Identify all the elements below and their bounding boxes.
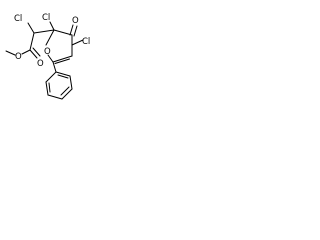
side-chain [5,22,55,59]
chemical-structure-diagram: Cl O Cl Cl O O O [5,13,90,100]
ring-bond-c5-o [47,54,54,63]
c2-to-alpha-carbon-bond [33,29,55,34]
ring-bond-c2-c3 [53,29,73,36]
c5-phenyl-bond [52,61,57,73]
phenyl-inner-bond-c [48,82,51,93]
ester-carbonyl-double-bond-b [32,47,41,57]
phenyl-inner-bond-b [60,86,70,96]
atom-label-cl-c4: Cl [82,37,90,47]
phenyl-bond-2 [69,75,73,90]
phenyl-inner-bond-a [57,74,69,79]
ester-carbon-oxygen-bond [21,49,31,55]
ester-carbonyl-double-bond-a [29,49,38,59]
ring-bond-c4-c5-double [54,58,70,64]
phenyl-ring [45,71,73,100]
c4-chlorine-bond [71,39,84,46]
furanone-ring [45,29,73,64]
c2-chlorine-bond [49,21,55,31]
ketone-double-bond-a [69,24,74,36]
phenyl-bond-4 [47,94,63,100]
atom-label-o-ester-carbonyl: O [37,59,44,69]
phenyl-bond-3 [61,88,73,100]
phenyl-bond-5 [45,81,49,96]
ring-bond-c4-c5 [52,55,73,63]
alpha-carbon-chlorine-bond [27,22,35,34]
atom-label-o-ester: O [15,52,22,62]
ketone-double-bond-b [73,25,78,37]
atom-label-o-ketone: O [72,16,79,26]
alpha-to-ester-carbon-bond [29,32,35,51]
ring-bond-o-c2 [45,29,55,46]
phenyl-bond-1 [55,71,71,77]
phenyl-bond-6 [45,71,57,83]
atom-label-cl-alpha: Cl [14,14,22,24]
ketone-group [69,24,78,37]
atom-label-cl-c2: Cl [42,13,50,23]
atom-label-o-ring: O [44,47,51,57]
ester-oxygen-methyl-bond [5,50,16,56]
